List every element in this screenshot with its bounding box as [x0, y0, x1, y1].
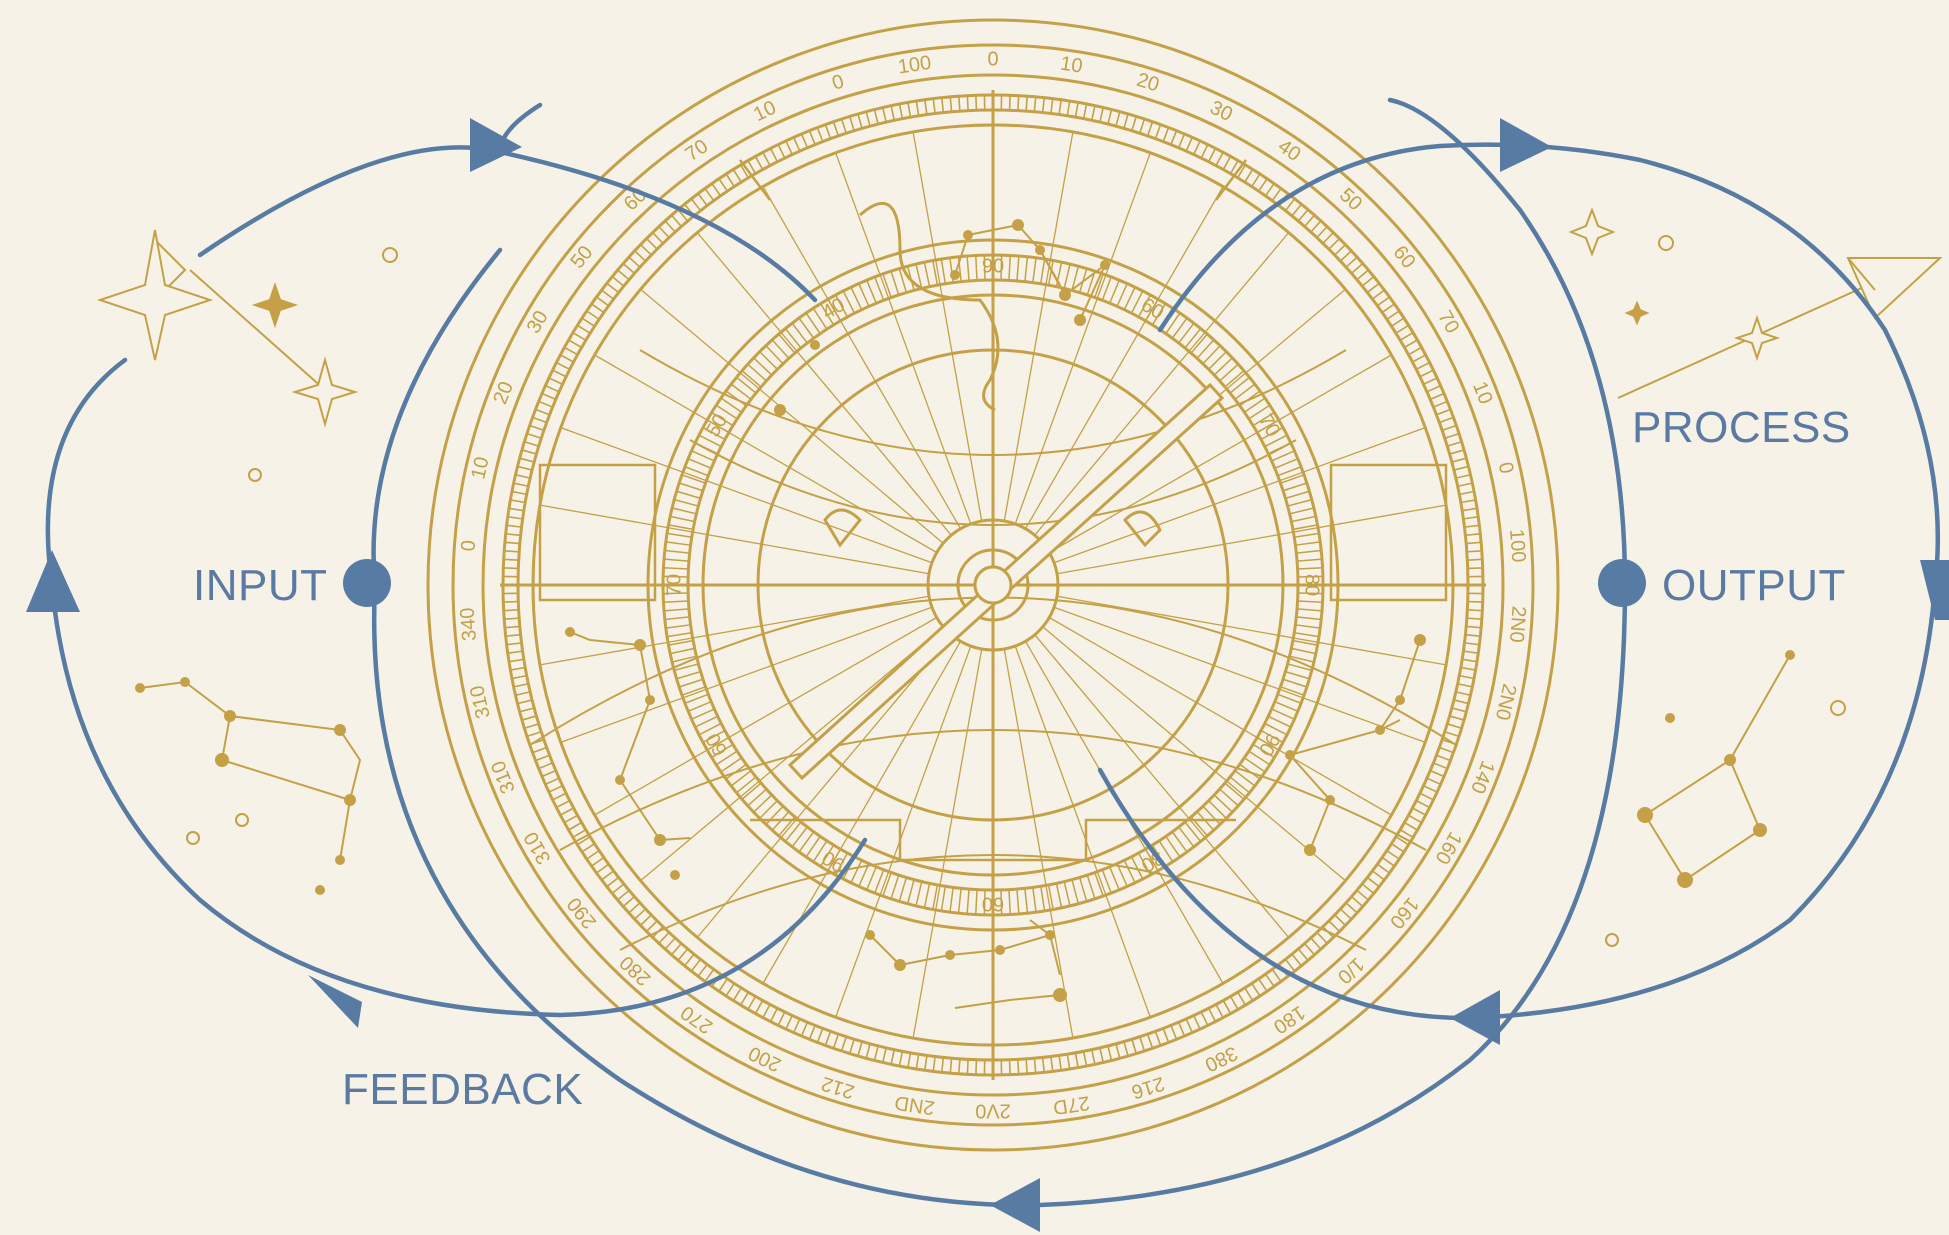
process-label: PROCESS	[1632, 403, 1851, 452]
astrolabe-dial	[428, 20, 1558, 1150]
flow-arrow-icon	[1500, 118, 1552, 172]
scale-label: 100	[1505, 528, 1529, 563]
scale-label: 270	[677, 1001, 717, 1038]
constellation-center-left	[566, 341, 819, 879]
scale-label: 0	[987, 48, 998, 70]
scale-label: 80	[1301, 574, 1323, 596]
output-label: OUTPUT	[1662, 561, 1846, 610]
flow-arrowheads	[26, 118, 1949, 1232]
output-node	[1598, 559, 1646, 607]
scale-label: 160	[1385, 893, 1423, 933]
sparkle-star-icon	[1571, 210, 1613, 254]
scale-label: 20	[1134, 69, 1162, 97]
scale-label: 70	[663, 574, 685, 596]
constellation-left-bottom	[136, 678, 360, 894]
feedback-label: FEEDBACK	[342, 1065, 583, 1114]
input-node	[343, 559, 391, 607]
scale-label: 310	[520, 828, 556, 868]
flow-arrow-icon	[26, 550, 80, 612]
scale-label: 27D	[1052, 1091, 1092, 1118]
scale-label: 60	[982, 893, 1004, 915]
scale-label: 280	[616, 951, 655, 990]
scale-label: 160	[1430, 828, 1466, 868]
sparkle-star-icon	[100, 230, 210, 360]
scale-label: 0	[1494, 460, 1518, 476]
constellation-right-bottom	[1638, 651, 1794, 887]
scale-label: 2ND	[893, 1091, 936, 1119]
scale-label: 1/0	[1333, 953, 1368, 988]
constellation-left-top	[100, 230, 397, 844]
scale-label: 290	[563, 893, 601, 933]
scale-label: 10	[467, 455, 493, 482]
sparkle-star-icon	[295, 360, 355, 424]
scale-label: 340	[457, 607, 481, 642]
paper-plane-icon	[1618, 258, 1940, 398]
input-label: INPUT	[193, 561, 328, 610]
scale-label: 180	[1269, 1001, 1309, 1038]
scale-label: 0	[829, 70, 846, 94]
scale-label: 2V0	[975, 1100, 1011, 1122]
flow-arrow-icon	[990, 1178, 1040, 1232]
sparkle-star-icon	[255, 285, 295, 325]
scale-label: 10	[1059, 53, 1084, 78]
flow-arrow-icon	[1920, 560, 1949, 620]
pointer-rule-icon	[790, 385, 1222, 778]
constellation-center-bottom	[866, 920, 1066, 1008]
scale-label: 0	[457, 539, 480, 552]
scale-label: 90	[982, 255, 1004, 277]
scale-label: 2N0	[1505, 605, 1530, 643]
flow-arrow-icon	[1450, 990, 1500, 1045]
scale-label: 100	[897, 52, 933, 79]
